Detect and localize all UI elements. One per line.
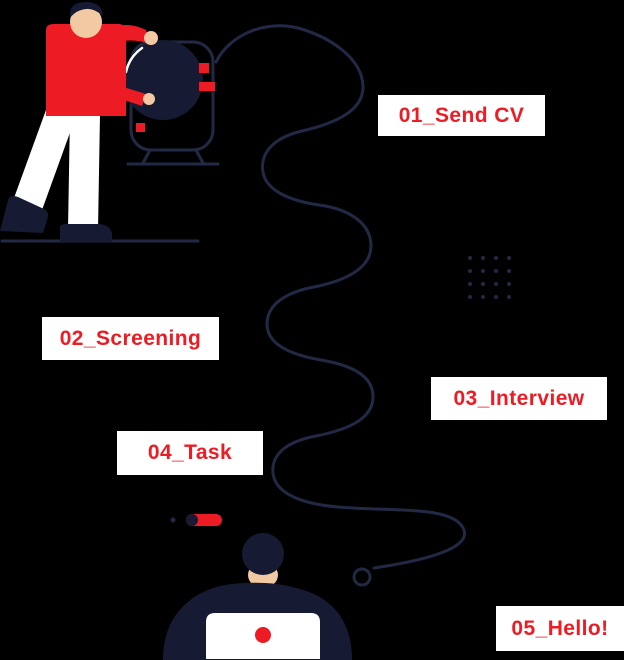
laptop-logo-dot [255, 627, 271, 643]
step-card-task: 04_Task [117, 431, 263, 475]
marker-capsule [170, 514, 222, 526]
person-pushing-ball-illustration [0, 2, 220, 243]
path-end-ring [352, 567, 372, 587]
person-upper-arm [104, 25, 150, 46]
capsule-dot [170, 517, 176, 523]
board-red-pixel [136, 123, 145, 132]
step-label: 04_Task [147, 441, 233, 464]
person-body-red [46, 24, 126, 116]
step-card-screening: 02_Screening [42, 317, 219, 360]
process-path-line [214, 24, 466, 570]
person-right-shoe [60, 224, 112, 242]
capsule-cap [186, 514, 198, 526]
person-at-laptop-illustration [163, 533, 352, 660]
step-card-send-cv: 01_Send CV [378, 95, 545, 136]
dots-grid [468, 256, 511, 299]
person-left-leg [14, 110, 76, 210]
step-label: 02_Screening [59, 326, 202, 350]
person-head [70, 6, 102, 38]
step-label: 03_Interview [453, 386, 585, 410]
step-label: 05_Hello! [511, 616, 609, 640]
big-ball [123, 40, 203, 120]
red-pixel-small [199, 63, 209, 73]
step-card-hello: 05_Hello! [496, 606, 624, 651]
person-lower-hand [143, 93, 155, 105]
step-card-interview: 03_Interview [431, 377, 607, 420]
person-lower-arm [118, 86, 146, 106]
board-leg-right [194, 149, 205, 164]
red-pixel-wide [199, 82, 215, 91]
person-right-leg [68, 114, 100, 230]
person-left-shoe [0, 196, 48, 233]
recruiter-hair [242, 533, 284, 575]
board-leg-left [141, 149, 152, 164]
winding-path [214, 24, 466, 587]
person-upper-hand [144, 31, 158, 45]
ball-highlight [124, 46, 144, 74]
person-hair [69, 2, 103, 18]
step-label: 01_Send CV [398, 103, 525, 127]
